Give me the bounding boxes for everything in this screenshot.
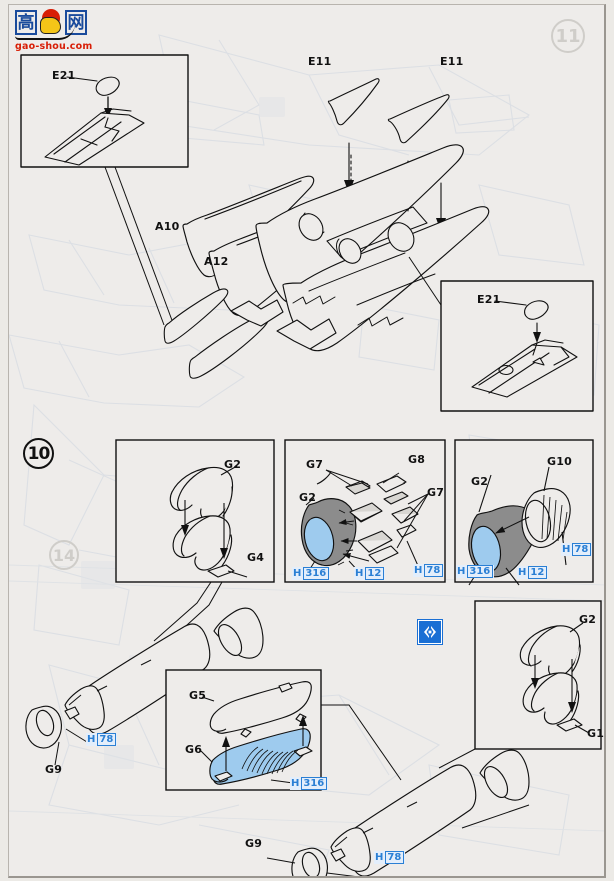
label-g7-right: G7 (427, 486, 445, 499)
label-g9-upper-engine: G9 (45, 763, 63, 776)
label-g2-nozzle: G2 (471, 475, 489, 488)
label-g7-upper: G7 (306, 458, 324, 471)
logo-swoosh (15, 24, 75, 40)
label-g5: G5 (189, 689, 207, 702)
label-g10: G10 (547, 455, 572, 468)
paper-sheet: 11 14 (8, 4, 606, 878)
left-right-arrows-glyph (424, 626, 436, 638)
mirror-both-sides-icon (417, 619, 443, 645)
label-e21-top-left: E21 (52, 69, 76, 82)
logo-url: gao-shou.com (15, 41, 93, 52)
label-g1: G1 (587, 727, 605, 740)
label-g6: G6 (185, 743, 203, 756)
label-g9-lower-engine: G9 (245, 837, 263, 850)
label-e11-right: E11 (440, 55, 464, 68)
instruction-line-art (20, 54, 602, 876)
label-g2-panel-e: G2 (579, 613, 597, 626)
label-a10: A10 (155, 220, 180, 233)
label-g2-panel-a: G2 (224, 458, 242, 471)
label-a12: A12 (204, 255, 229, 268)
step-number-badge: 10 (23, 438, 54, 469)
watermark-page-number-11: 11 (551, 19, 585, 53)
label-g4-panel-a: G4 (247, 551, 265, 564)
watermark-page-number-14: 14 (49, 540, 79, 570)
label-g8: G8 (408, 453, 426, 466)
label-g2-exhaust: G2 (299, 491, 317, 504)
label-e21-top-right: E21 (477, 293, 501, 306)
logo-glyph-row: 高 网 (15, 9, 93, 40)
site-logo: 高 网 gao-shou.com (15, 9, 93, 54)
label-e11-left: E11 (308, 55, 332, 68)
